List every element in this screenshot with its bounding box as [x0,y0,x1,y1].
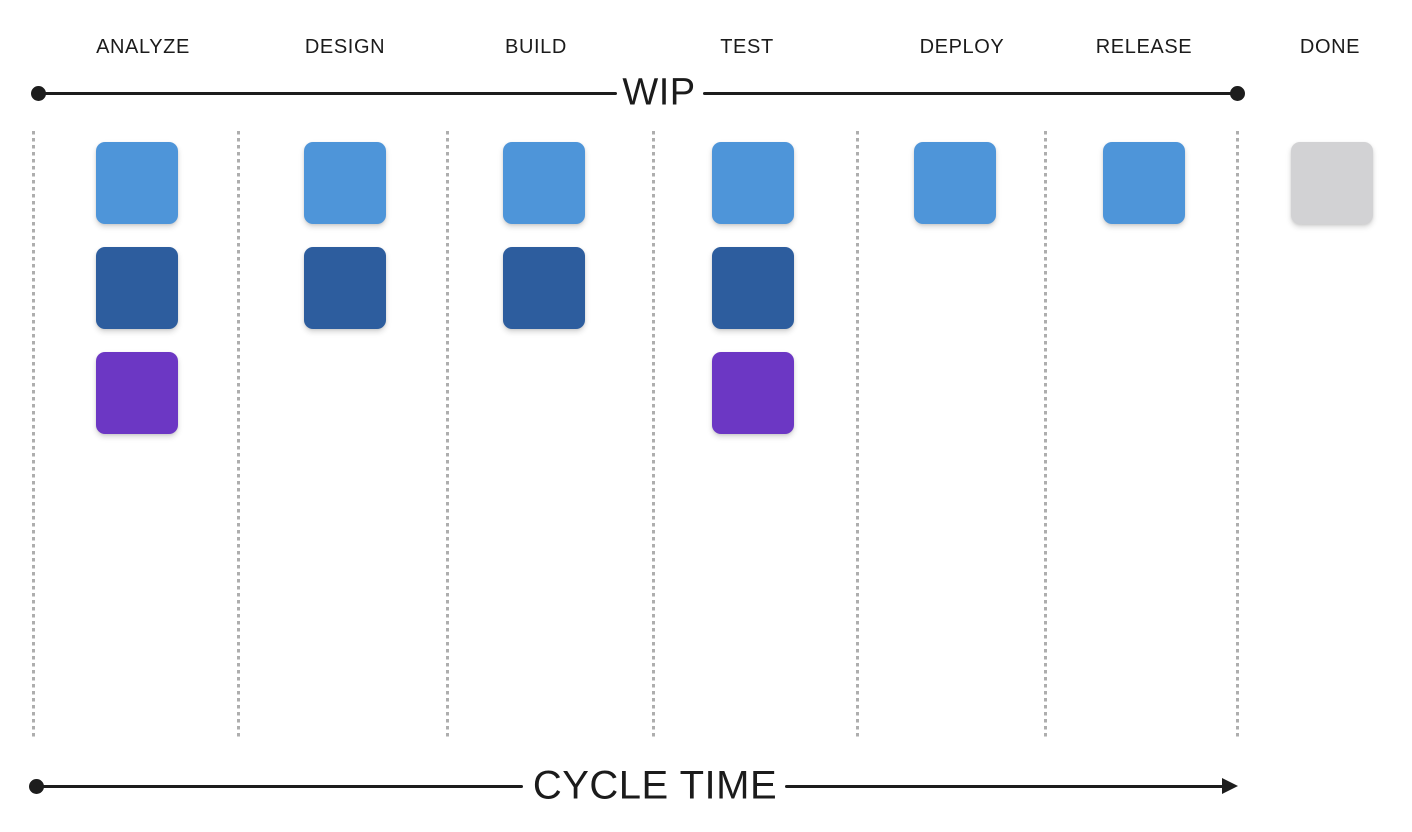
column-header-analyze: ANALYZE [96,36,190,58]
column-header-test: TEST [720,36,774,58]
column-header-deploy: DEPLOY [919,36,1005,58]
column-separator [237,131,240,740]
wip-endpoint-dot-right [1230,86,1245,101]
kanban-card-test-2[interactable] [712,247,794,329]
kanban-card-test-3[interactable] [712,352,794,434]
cycle-time-arrowhead-icon [1222,778,1238,794]
column-separator [446,131,449,740]
kanban-card-test-1[interactable] [712,142,794,224]
cycle-time-label: CYCLE TIME [532,763,778,808]
column-separator [1044,131,1047,740]
kanban-card-deploy-1[interactable] [914,142,996,224]
kanban-card-analyze-2[interactable] [96,247,178,329]
column-separator [1236,131,1239,740]
kanban-card-build-2[interactable] [503,247,585,329]
kanban-card-build-1[interactable] [503,142,585,224]
kanban-card-design-1[interactable] [304,142,386,224]
column-header-release: RELEASE [1095,36,1193,58]
kanban-card-done-1[interactable] [1291,142,1373,224]
kanban-card-design-2[interactable] [304,247,386,329]
cycle-time-line-segment-right [785,785,1223,788]
column-separator [856,131,859,740]
column-header-done: DONE [1299,36,1361,58]
wip-line-segment-left [38,92,617,95]
wip-label: WIP [622,71,696,114]
cycle-time-line-segment-left [36,785,523,788]
wip-line-segment-right [703,92,1237,95]
column-separator [32,131,35,740]
column-header-build: BUILD [505,36,567,58]
column-separator [652,131,655,740]
kanban-card-analyze-3[interactable] [96,352,178,434]
kanban-card-release-1[interactable] [1103,142,1185,224]
column-header-design: DESIGN [304,36,386,58]
kanban-card-analyze-1[interactable] [96,142,178,224]
